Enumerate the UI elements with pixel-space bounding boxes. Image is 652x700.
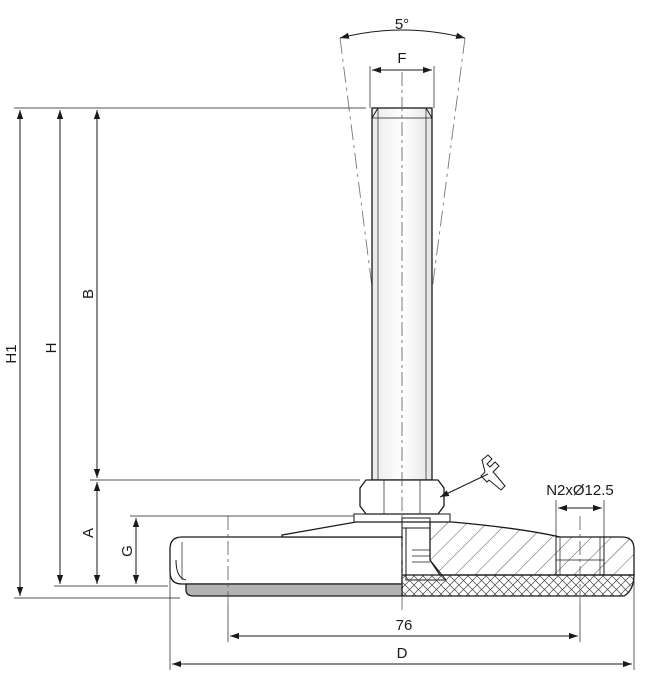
- vertical-dimensions: H1 H B A G: [3, 107, 366, 599]
- holes-label: N2xØ12.5: [546, 482, 614, 499]
- hole-spacing-label: 76: [396, 617, 413, 634]
- tilt-cone: 5°: [339, 16, 466, 521]
- base-height-label: A: [80, 528, 97, 538]
- base-plate-label: G: [119, 545, 136, 557]
- angle-label: 5°: [395, 16, 409, 33]
- horizontal-dimensions: 76 D: [169, 572, 635, 670]
- wrench-icon: [439, 454, 506, 498]
- diameter-label: D: [397, 645, 408, 662]
- thread-length-label: B: [80, 289, 97, 299]
- height-label: H: [43, 343, 60, 354]
- thread-dimension: F: [369, 50, 435, 108]
- height-total-label: H1: [3, 344, 20, 363]
- thread-label: F: [397, 50, 406, 67]
- hole-spec: N2xØ12.5: [546, 482, 614, 537]
